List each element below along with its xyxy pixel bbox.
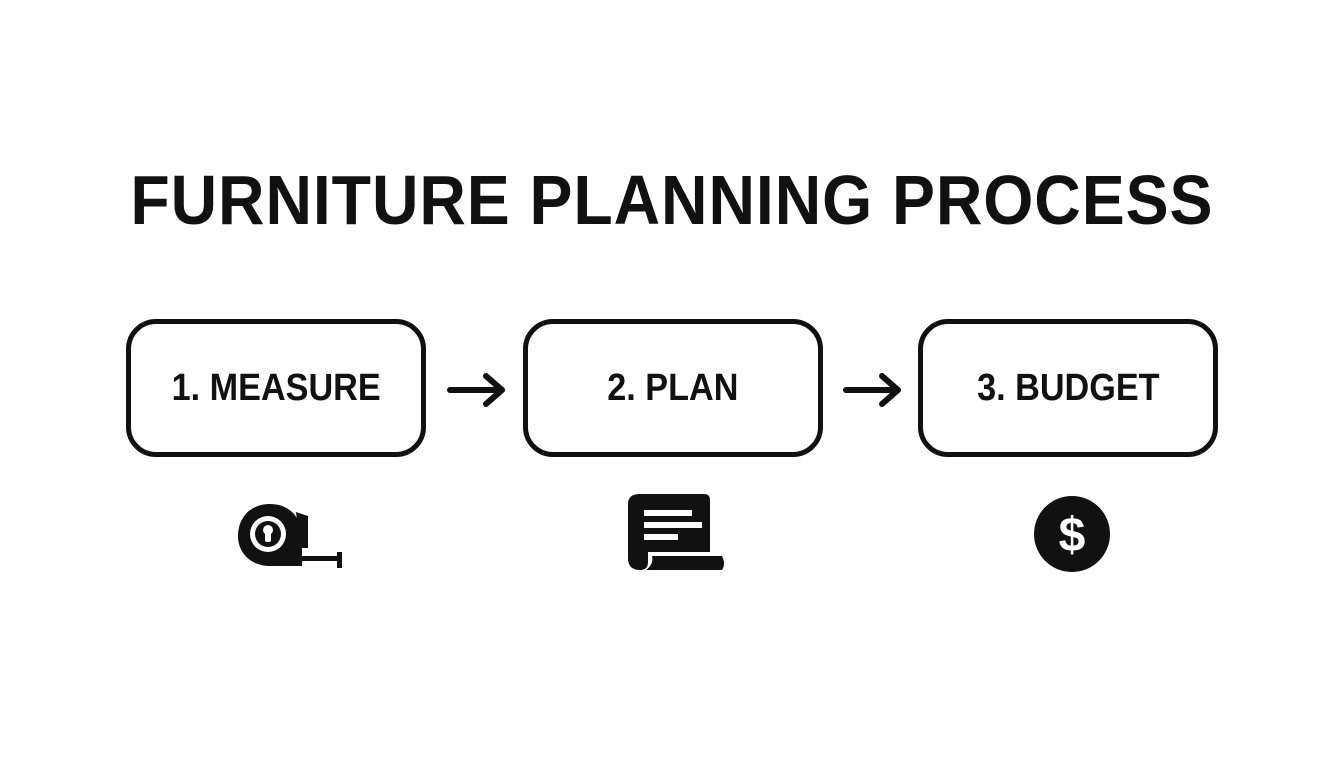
document-icon xyxy=(628,494,724,570)
arrow-right-icon xyxy=(447,373,505,407)
step-plan: 2. PLAN xyxy=(523,319,823,457)
svg-text:$: $ xyxy=(1059,509,1086,562)
step-budget-label: 3. BUDGET xyxy=(976,366,1160,409)
step-measure: 1. MEASURE xyxy=(126,319,426,457)
diagram-title: FURNITURE PLANNING PROCESS xyxy=(130,161,1214,239)
arrow-right-icon xyxy=(843,373,901,407)
tape-measure-icon xyxy=(238,504,342,568)
step-budget: 3. BUDGET xyxy=(918,319,1218,457)
step-plan-label: 2. PLAN xyxy=(607,366,739,409)
dollar-icon: $ xyxy=(1034,496,1110,572)
step-measure-label: 1. MEASURE xyxy=(171,366,381,409)
